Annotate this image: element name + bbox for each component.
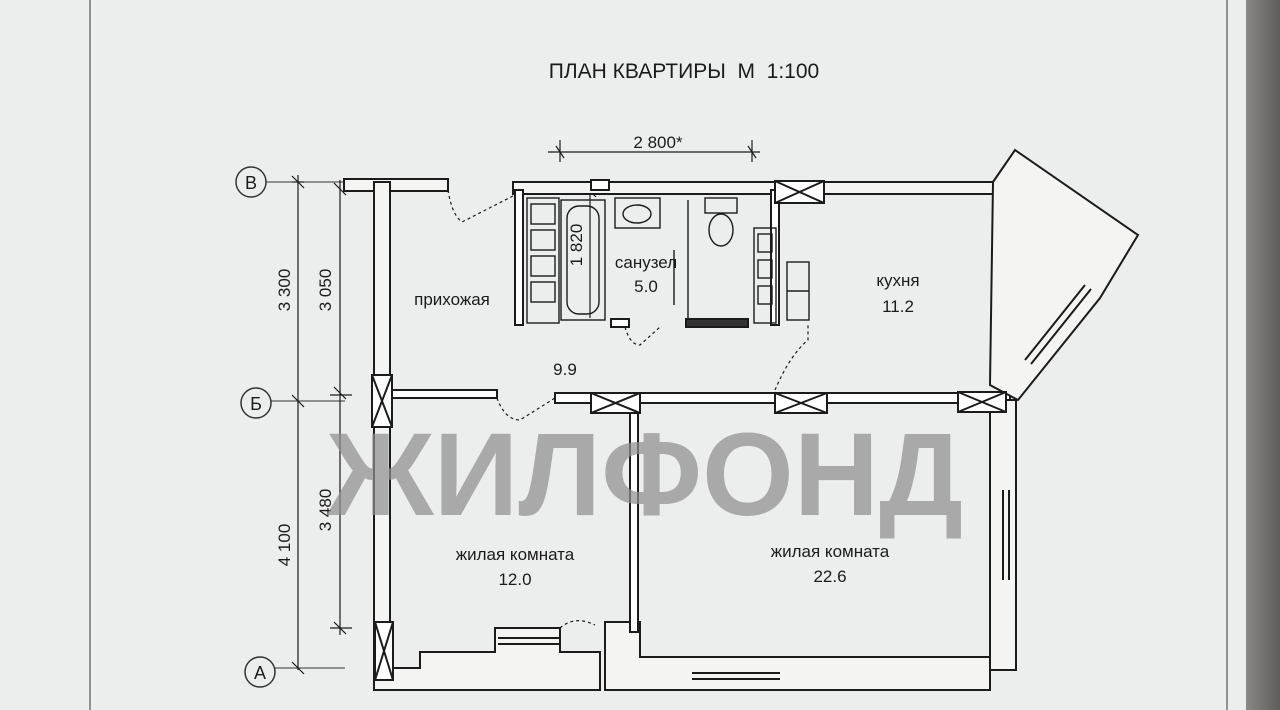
room-hallway: прихожая 9.9: [414, 290, 577, 379]
bathroom-fixtures: [526, 197, 810, 324]
dimension-inner-lower: 3 480: [316, 489, 335, 532]
svg-text:В: В: [245, 173, 257, 193]
svg-text:12.0: 12.0: [498, 570, 531, 589]
dimension-lines: [291, 140, 760, 675]
svg-text:прихожая: прихожая: [414, 290, 490, 309]
plan-title: ПЛАН КВАРТИРЫ М 1:100: [549, 60, 819, 83]
svg-text:жилая комната: жилая комната: [771, 542, 890, 561]
room-kitchen: кухня 11.2: [876, 271, 919, 316]
room-living-small: жилая комната 12.0: [456, 545, 575, 589]
dimension-outer-lower: 4 100: [275, 524, 294, 567]
svg-text:Б: Б: [250, 394, 262, 414]
axis-marker-bottom: А: [244, 656, 345, 688]
dimension-outer-upper: 3 300: [275, 269, 294, 312]
svg-text:22.6: 22.6: [813, 567, 846, 586]
dimension-bath-depth: 1 820: [567, 224, 586, 267]
svg-text:5.0: 5.0: [634, 277, 658, 296]
svg-text:11.2: 11.2: [882, 297, 914, 316]
axis-marker-top: В: [235, 166, 345, 198]
door-swings: [447, 189, 809, 629]
svg-text:санузел: санузел: [615, 253, 677, 272]
svg-text:жилая комната: жилая комната: [456, 545, 575, 564]
axis-marker-middle: Б: [240, 387, 345, 419]
dimension-bath-width: 2 800*: [633, 133, 683, 152]
window-blocks: [371, 179, 1007, 681]
room-bathroom: санузел 5.0: [615, 253, 677, 296]
watermark: ЖИЛФОНД: [326, 409, 963, 541]
room-living-large: жилая комната 22.6: [771, 542, 890, 586]
svg-text:А: А: [254, 663, 266, 683]
svg-text:9.9: 9.9: [553, 360, 577, 379]
window-glazing: [498, 284, 1092, 680]
dimension-inner-upper: 3 050: [316, 269, 335, 312]
svg-text:кухня: кухня: [876, 271, 919, 290]
background-edge: [1246, 0, 1280, 710]
